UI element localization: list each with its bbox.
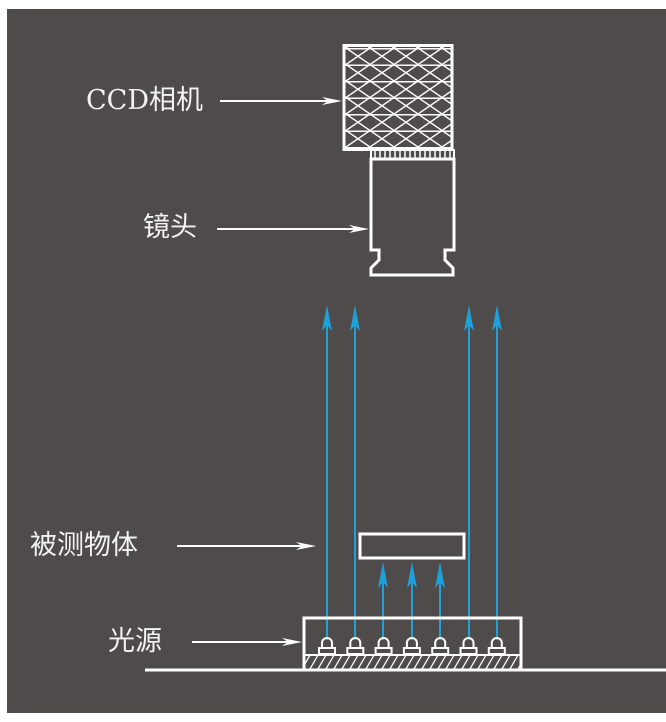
led-dome xyxy=(490,637,503,648)
led-6 xyxy=(459,637,478,655)
object-arrow xyxy=(177,542,316,550)
led-base xyxy=(431,647,450,655)
label-arrows xyxy=(177,97,369,646)
inner-ray-3 xyxy=(435,562,445,640)
inner-ray-3-arrowhead xyxy=(435,562,445,588)
led-dome xyxy=(321,637,333,648)
led-dome xyxy=(405,637,418,648)
outer-ray-4-arrowhead xyxy=(492,305,502,331)
camera-arrow-head xyxy=(322,97,342,105)
inner-ray-2-arrowhead xyxy=(407,562,417,588)
led-base xyxy=(459,647,478,655)
label-measured-object: 被测物体 xyxy=(30,530,138,561)
label-ccd-camera: CCD相机 xyxy=(86,85,203,116)
outer-ray-1 xyxy=(322,305,332,640)
object-arrow-head xyxy=(296,542,316,550)
outer-ray-2 xyxy=(350,305,360,640)
led-5 xyxy=(431,637,450,655)
inner-ray-1-arrowhead xyxy=(378,562,388,588)
led-base xyxy=(402,647,421,655)
led-base xyxy=(374,647,393,655)
outer-ray-3-arrowhead xyxy=(464,305,474,331)
light-rays xyxy=(322,305,502,640)
lens-arrow-head xyxy=(349,225,369,233)
led-array xyxy=(318,637,506,655)
led-dome xyxy=(377,637,390,648)
camera-arrow xyxy=(220,97,342,105)
light-source xyxy=(302,616,523,672)
led-7 xyxy=(487,637,506,655)
measured-object xyxy=(358,532,466,560)
label-lens: 镜头 xyxy=(143,212,197,243)
camera-body xyxy=(342,44,454,151)
led-2 xyxy=(346,637,365,655)
outer-ray-3 xyxy=(464,305,474,640)
lens xyxy=(369,157,456,277)
outer-ray-1-arrowhead xyxy=(322,305,332,331)
background-panel xyxy=(7,9,666,713)
lens-arrow xyxy=(217,225,369,233)
light-source-arrow xyxy=(192,638,302,646)
led-dome xyxy=(462,637,475,648)
led-dome xyxy=(349,637,362,648)
led-1 xyxy=(318,637,336,655)
inner-ray-2 xyxy=(407,562,417,640)
ccd-camera xyxy=(342,44,455,160)
led-base xyxy=(487,647,506,655)
led-base xyxy=(318,647,336,655)
outer-ray-2-arrowhead xyxy=(350,305,360,331)
led-4 xyxy=(402,637,421,655)
inner-ray-1 xyxy=(378,562,388,640)
outer-ray-4 xyxy=(492,305,502,640)
led-3 xyxy=(374,637,393,655)
led-dome xyxy=(434,637,447,648)
light-source-base-hatch xyxy=(305,656,520,669)
light-source-arrow-head xyxy=(282,638,302,646)
led-base xyxy=(346,647,365,655)
label-light-source: 光源 xyxy=(108,626,162,657)
